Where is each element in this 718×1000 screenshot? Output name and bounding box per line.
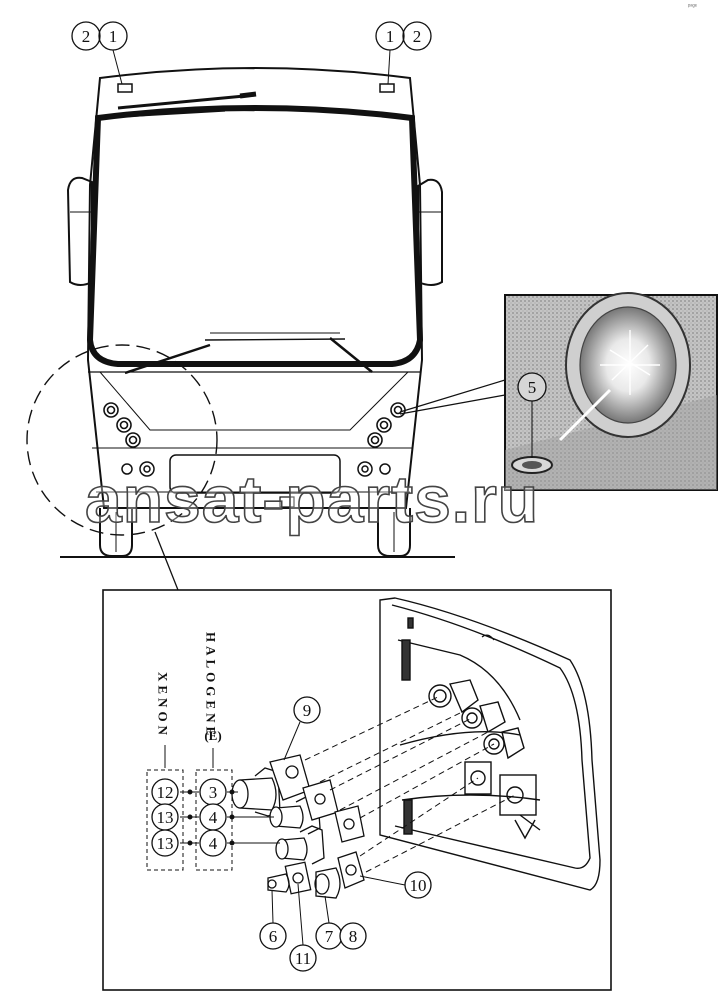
detail-box: HALOGENE (E) XENON — [102, 589, 612, 991]
mirror-left — [66, 176, 93, 286]
xenon-label: XENON — [156, 672, 171, 739]
callout-1-left: 1 — [109, 27, 118, 46]
callout-3: 3 — [209, 783, 218, 802]
halogene-text: HALOGENE — [204, 632, 219, 739]
callout-12: 12 — [157, 783, 174, 802]
callout-7: 7 — [325, 927, 334, 946]
roof-lamp-right — [379, 83, 395, 93]
halogene-label: HALOGENE (E) — [204, 632, 222, 743]
wiper-bottom-left — [124, 343, 211, 375]
exploded-parts — [231, 754, 365, 899]
corner-mark: ᵖᵃᵍᵉ — [688, 4, 698, 10]
mirror-right — [417, 178, 443, 286]
callout-9: 9 — [303, 701, 312, 720]
headlamp-housing — [379, 597, 601, 891]
plate-recess — [169, 454, 341, 494]
detail-circle — [26, 344, 218, 536]
fog-lamps — [121, 461, 391, 477]
bus-body-outline — [86, 67, 424, 509]
windshield-frame — [86, 105, 424, 367]
photo-inset: 5 — [504, 292, 718, 491]
assembly-lines — [304, 695, 516, 873]
wiper-bottom-right — [329, 337, 373, 373]
halogene-box — [195, 769, 233, 871]
roof-lamp-left — [117, 83, 133, 93]
callout-10: 10 — [410, 876, 427, 895]
front-tyres — [99, 508, 411, 557]
callout-2-left: 2 — [82, 27, 91, 46]
callout-4-b: 4 — [209, 834, 218, 853]
callout-4-a: 4 — [209, 808, 218, 827]
halogene-suffix: (E) — [204, 728, 221, 743]
callout-11: 11 — [295, 949, 311, 968]
callout-2-right: 2 — [413, 27, 422, 46]
headlights-left — [103, 402, 141, 448]
detail-leader — [154, 531, 179, 591]
callout-8: 8 — [349, 927, 358, 946]
callout-13-a: 13 — [157, 808, 174, 827]
headlights-right — [367, 402, 406, 448]
callout-1-right: 1 — [386, 27, 395, 46]
detail-callouts — [151, 696, 432, 972]
callout-5: 5 — [528, 378, 537, 397]
wiper-top — [117, 93, 256, 110]
bus-front-view — [26, 67, 506, 591]
xenon-text: XENON — [156, 672, 171, 739]
watermark: ansat-parts.ru — [85, 462, 539, 536]
callout-13-b: 13 — [157, 834, 174, 853]
callout-6: 6 — [269, 927, 278, 946]
xenon-box — [146, 769, 184, 871]
callouts-top: 2 1 1 2 — [71, 21, 432, 85]
